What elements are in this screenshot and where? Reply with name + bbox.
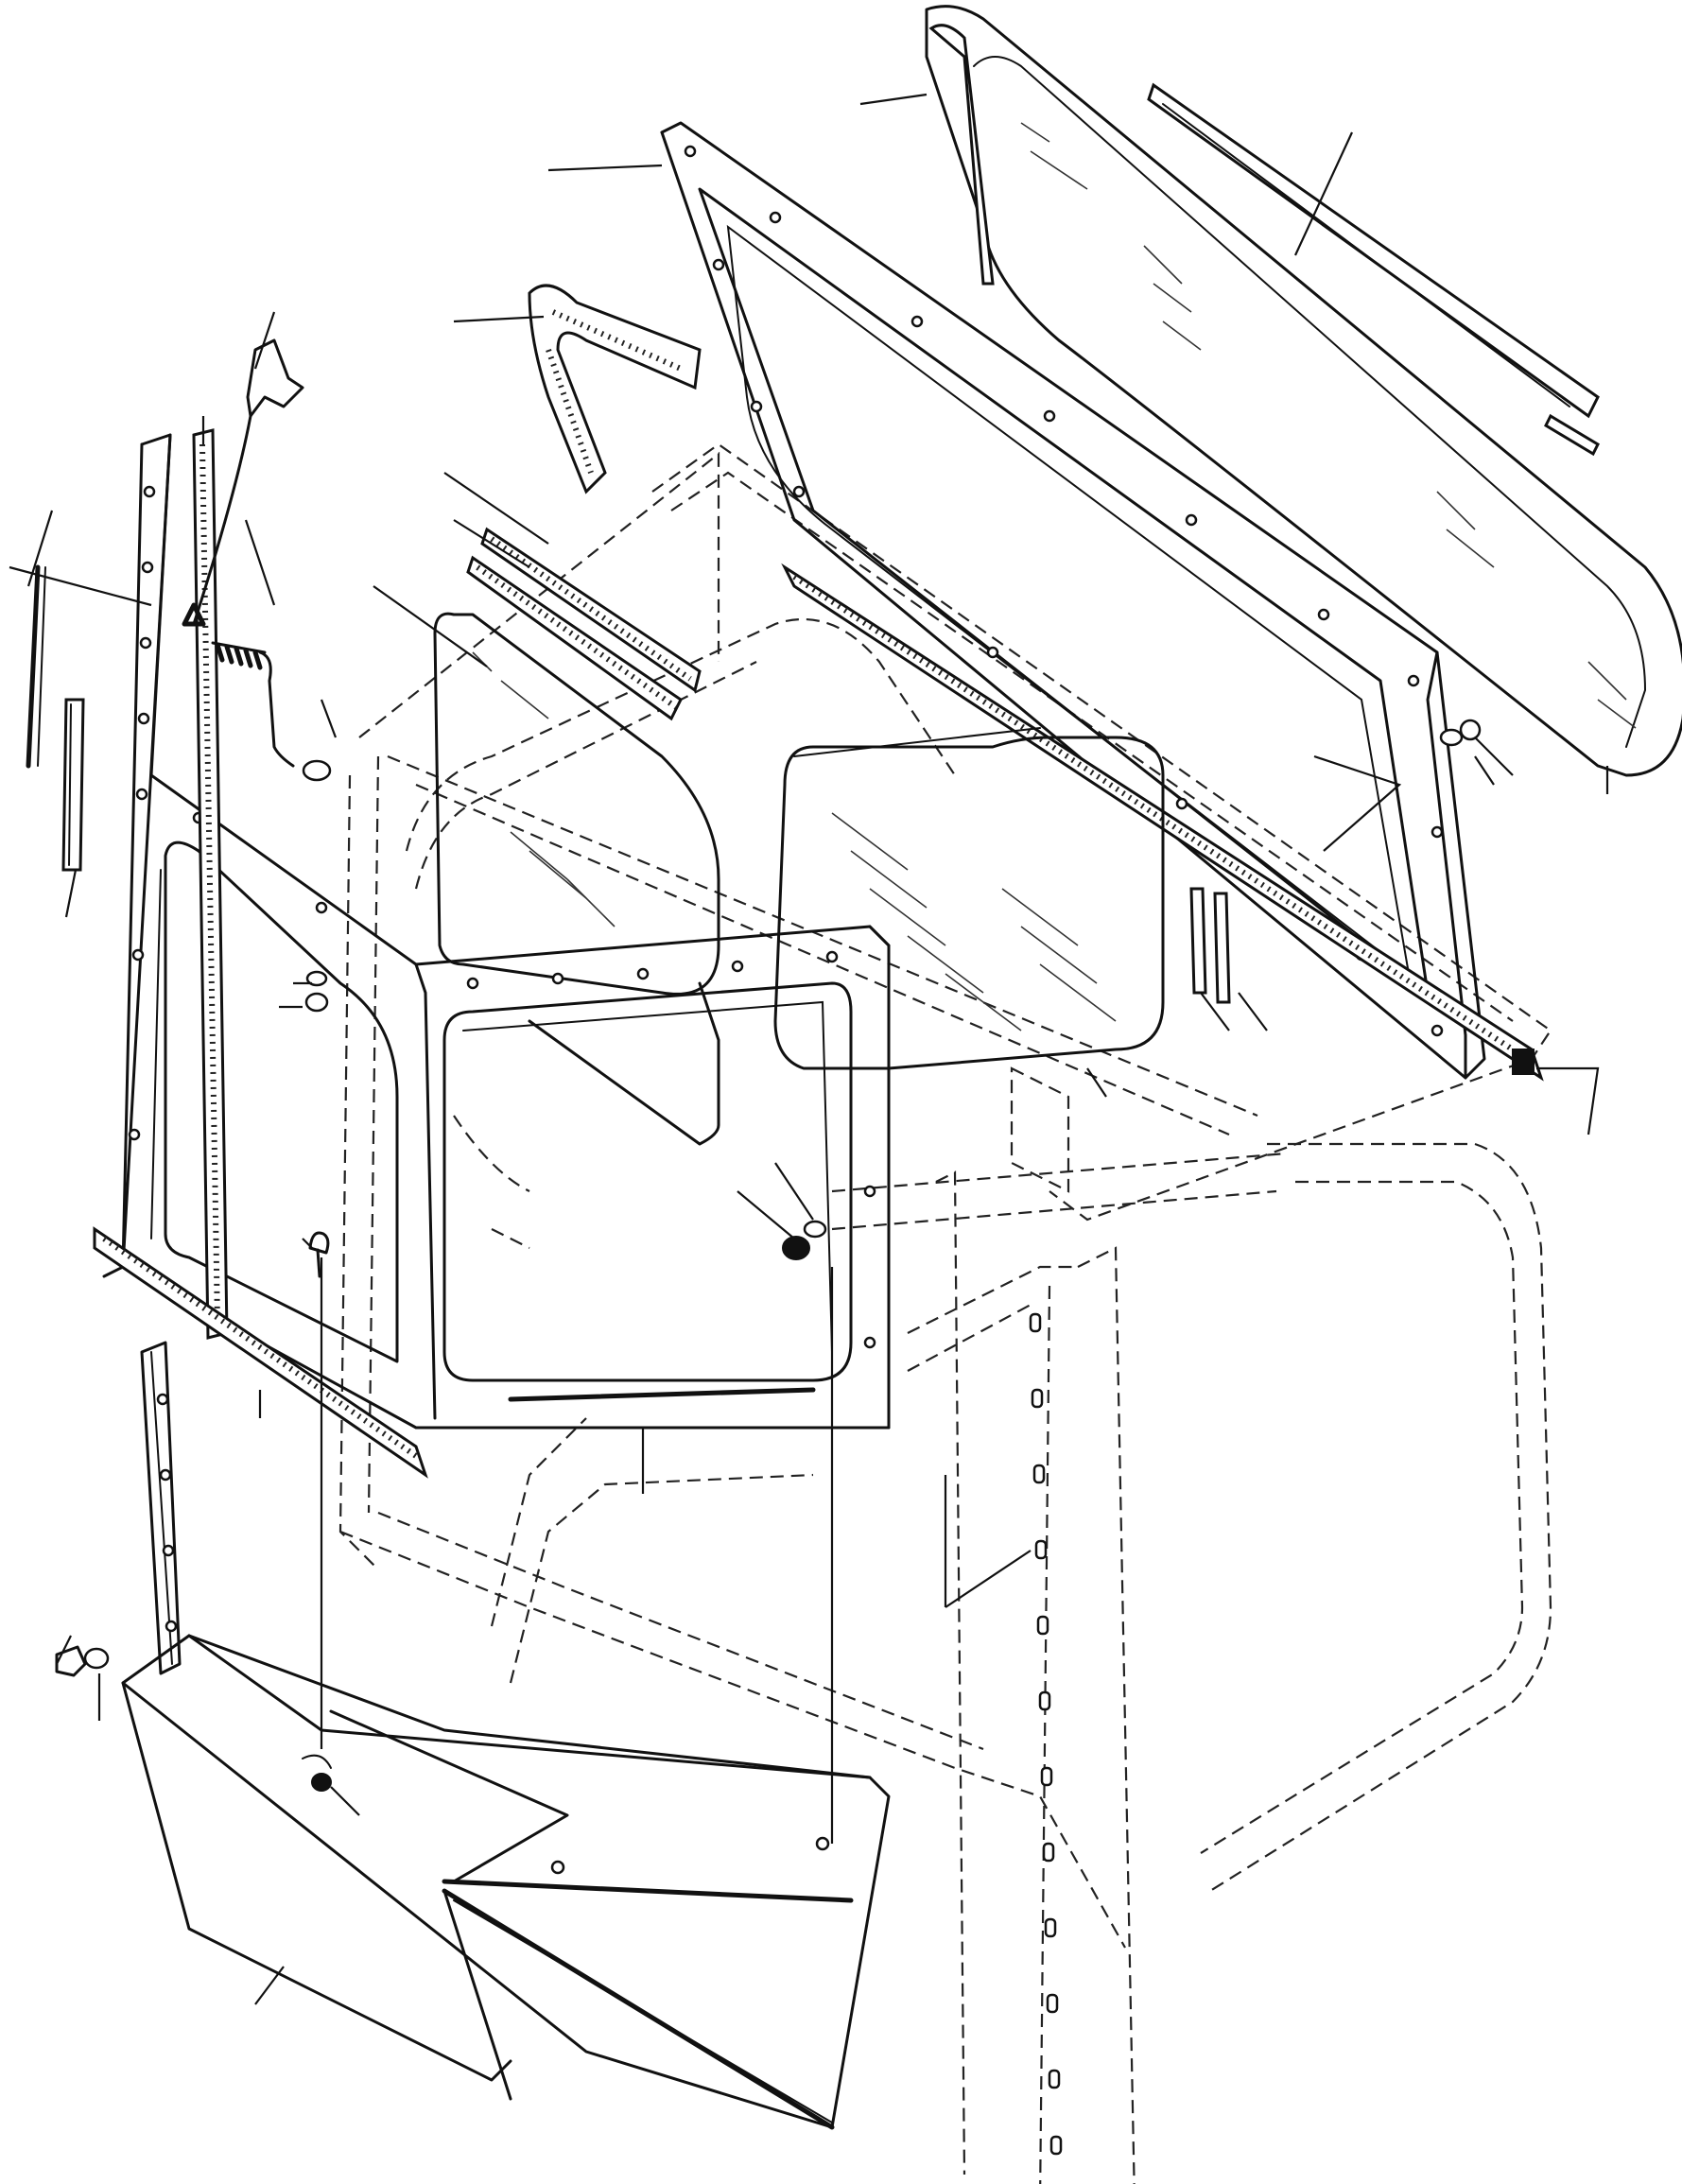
door-latch-bracket xyxy=(246,311,304,418)
callout-leaders xyxy=(9,93,1609,2005)
door-latch-spring xyxy=(211,641,332,782)
lower-front-panel xyxy=(121,1634,891,2130)
cab-post-holes xyxy=(1029,1312,1063,2156)
door-glass-pane-right xyxy=(773,727,1165,1070)
lower-panel-bolts xyxy=(55,1645,332,1792)
latch-link xyxy=(182,414,252,627)
door-edge-strip xyxy=(26,564,85,872)
glass-retainer-strips xyxy=(1189,887,1231,1004)
side-door-frame xyxy=(102,433,891,1430)
rear-glass-pane xyxy=(925,5,1682,777)
channel-seals xyxy=(466,527,702,721)
door-lower-seal xyxy=(93,1226,428,1479)
corner-seal xyxy=(528,284,702,494)
rear-glass-channel xyxy=(1147,82,1600,457)
door-glass-pane-left xyxy=(433,612,720,1146)
cab-body-outline xyxy=(338,442,1552,2184)
lower-hinge-strip xyxy=(140,1341,182,1675)
frame-fasteners xyxy=(304,719,1482,1278)
